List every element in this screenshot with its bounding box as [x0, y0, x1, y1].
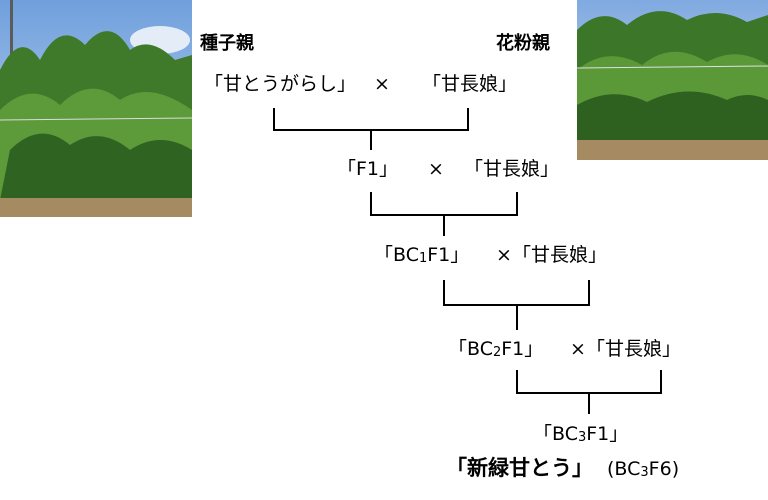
result-generation: 「BC3F1」 — [533, 423, 629, 445]
cross-2-seed-parent: 「BC1F1」 — [374, 244, 470, 266]
cross-3-pollen-parent: 「甘長娘」 — [586, 338, 682, 360]
pollen-parent-label: 花粉親 — [496, 33, 550, 54]
seed-parent-label: 種子親 — [200, 33, 254, 54]
cross-3-seed-parent: 「BC2F1」 — [448, 338, 544, 360]
cross-1-seed-parent: 「F1」 — [337, 158, 399, 180]
cross-0-seed-parent: 「甘とうがらし」 — [204, 73, 357, 95]
pollen-parent-photo — [577, 0, 768, 160]
cross-2-symbol: × — [496, 244, 512, 266]
cross-2-pollen-parent: 「甘長娘」 — [512, 244, 608, 266]
cross-1-symbol: × — [428, 158, 444, 180]
connector-2 — [443, 280, 590, 330]
connector-1 — [370, 192, 518, 236]
result-generation-note: (BC3F6) — [607, 458, 680, 480]
connector-3 — [516, 370, 662, 414]
cross-3-symbol: × — [570, 338, 586, 360]
cross-0-pollen-parent: 「甘長娘」 — [422, 73, 518, 95]
cross-0-symbol: × — [374, 73, 390, 95]
seed-parent-photo — [0, 0, 192, 217]
cross-1-pollen-parent: 「甘長娘」 — [464, 158, 560, 180]
result-variety-name: 「新緑甘とう」 — [446, 456, 593, 480]
connector-0 — [273, 108, 469, 150]
